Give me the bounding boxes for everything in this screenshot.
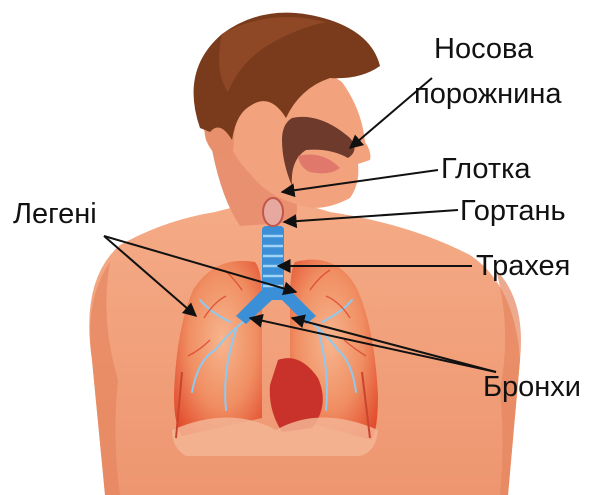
label-nasal-cavity-line2: порожнина xyxy=(414,80,562,109)
label-larynx: Гортань xyxy=(460,197,566,226)
label-lungs: Легені xyxy=(13,200,97,229)
label-pharynx: Глотка xyxy=(441,155,531,184)
label-nasal-cavity-line1: Носова xyxy=(434,35,533,64)
larynx-shape xyxy=(263,198,283,226)
label-trachea: Трахея xyxy=(476,252,570,281)
label-bronchi: Бронхи xyxy=(483,373,581,402)
